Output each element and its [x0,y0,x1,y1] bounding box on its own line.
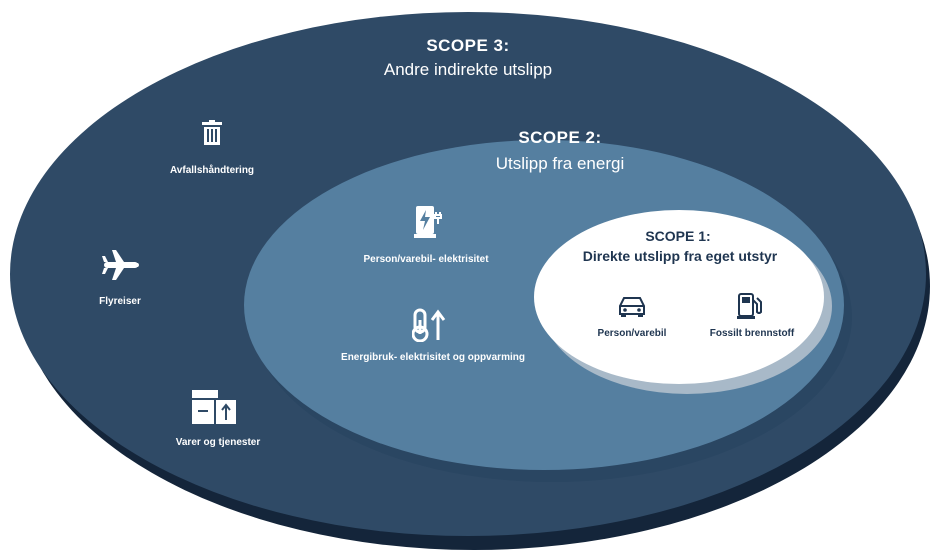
scope3-subtitle: Andre indirekte utslipp [383,60,553,79]
scope1-title: SCOPE 1: [645,228,711,244]
boxes-icon [192,390,236,424]
airplane-icon [102,250,139,280]
scope1-item-label-car: Person/varebil [597,328,667,339]
scope2-item-label-energy: Energibruk- elektrisitet og oppvarming [341,352,525,363]
scope2-subtitle: Utslipp fra energi [495,154,625,173]
scope3-item-label-goods: Varer og tjenester [175,437,261,448]
scope2-item-label-ev: Person/varebil- elektrisitet [363,254,489,265]
scope1-item-label-fuel: Fossilt brennstoff [709,328,795,339]
trash-icon [202,120,222,145]
scope1-subtitle: Direkte utslipp fra eget utstyr [582,248,778,264]
ev-charger-icon [414,206,442,238]
scope2-title: SCOPE 2: [518,128,602,147]
thermometer-icon [412,308,446,342]
car-icon [619,297,645,317]
fuel-pump-icon [737,293,762,319]
scope3-title: SCOPE 3: [426,36,510,55]
scope3-item-label-waste: Avfallshåndtering [169,165,255,176]
scope1-ellipse [534,210,824,384]
scope3-item-label-flights: Flyreiser [99,296,141,307]
